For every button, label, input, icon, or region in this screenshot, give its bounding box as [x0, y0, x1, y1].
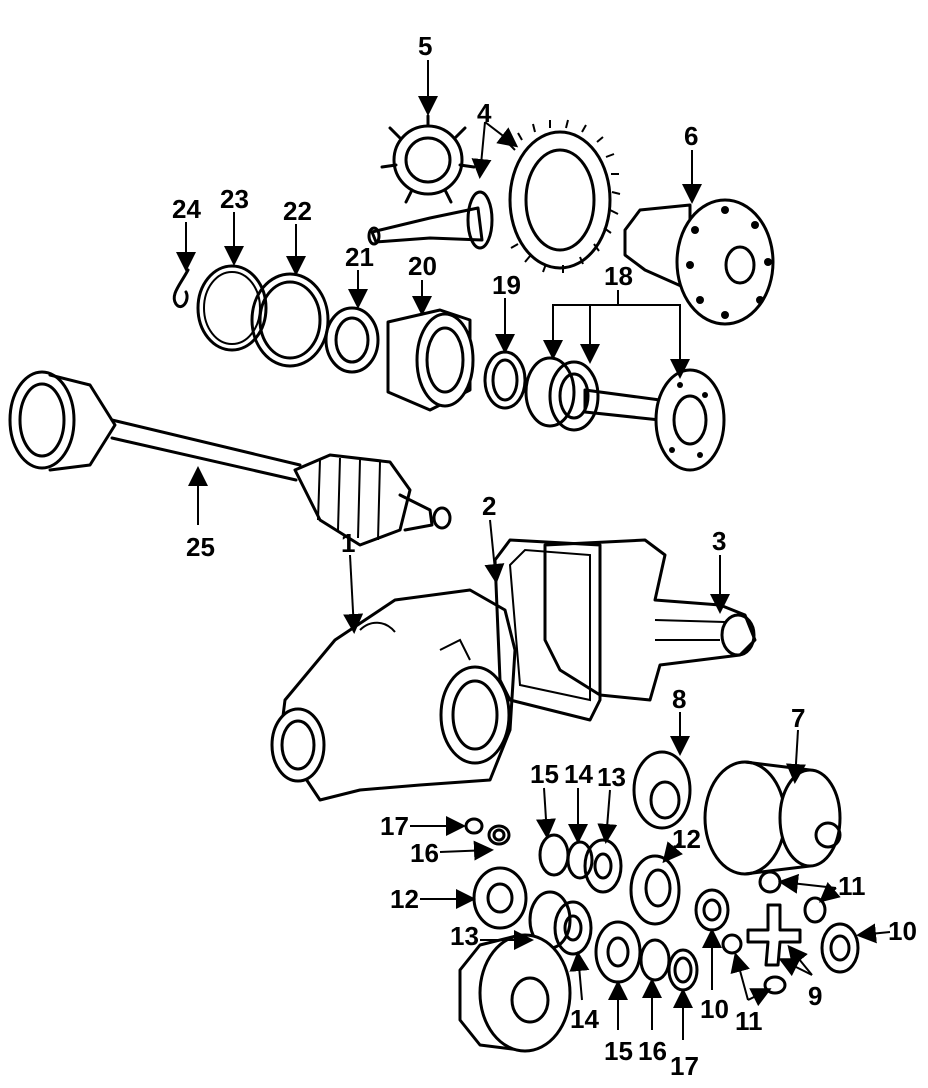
- part-18-output-flange: [524, 356, 726, 472]
- part-16-small-ring-upper: [487, 824, 511, 846]
- part-4-ring-and-pinion: [367, 119, 621, 273]
- callout-12-left: 12: [390, 884, 419, 914]
- callout-20: 20: [408, 251, 437, 281]
- callout-16-upper: 16: [410, 838, 439, 868]
- part-15-thrust-washer-lower: [594, 920, 642, 984]
- part-16-ring-lower: [639, 938, 671, 982]
- callout-7: 7: [791, 703, 805, 733]
- callout-24: 24: [172, 194, 201, 224]
- leader-lines: [176, 60, 891, 1040]
- callout-21: 21: [345, 242, 374, 272]
- callout-13-upper: 13: [597, 762, 626, 792]
- callout-22: 22: [283, 196, 312, 226]
- callout-12-right: 12: [672, 824, 701, 854]
- callout-16-lower: 16: [638, 1036, 667, 1066]
- callout-13-lower: 13: [450, 921, 479, 951]
- part-12-flange-left: [472, 866, 528, 930]
- part-10-side-gear-left: [694, 888, 730, 932]
- part-5-lock-plate: [380, 114, 476, 204]
- callout-labels: 5 4 6 24 23 22 21 20 19 18 25 2 3 1 8 7 …: [172, 31, 917, 1081]
- part-24-clip: [172, 268, 190, 309]
- callout-8: 8: [672, 684, 686, 714]
- callout-2: 2: [482, 491, 496, 521]
- callout-23: 23: [220, 184, 249, 214]
- callout-14-lower: 14: [570, 1004, 599, 1034]
- part-3-rear-cover: [543, 538, 757, 702]
- callout-3: 3: [712, 526, 726, 556]
- part-8-bearing-cap: [632, 750, 692, 830]
- lower-differential-case: [458, 933, 572, 1053]
- part-17-ring-lower: [667, 948, 699, 992]
- part-19-bearing-race: [483, 350, 527, 410]
- part-1-differential-housing: [270, 588, 517, 802]
- part-6-differential-carrier: [623, 198, 775, 326]
- callout-25: 25: [186, 532, 215, 562]
- part-25-axle-shaft: [8, 370, 452, 547]
- callout-11-upper: 11: [838, 871, 866, 901]
- part-12-bearing-right: [629, 854, 681, 926]
- callout-4: 4: [477, 98, 492, 128]
- callout-14-upper: 14: [564, 759, 593, 789]
- part-20-bearing: [386, 308, 475, 412]
- part-14-washer-upper: [566, 840, 594, 880]
- part-7-differential-case: [703, 760, 842, 876]
- callout-10-right: 10: [888, 916, 917, 946]
- callout-10-left: 10: [700, 994, 729, 1024]
- callout-17-upper: 17: [380, 811, 409, 841]
- callout-15-lower: 15: [604, 1036, 633, 1066]
- part-9-cross-shaft: [746, 903, 802, 967]
- part-17-small-ring-upper: [464, 817, 484, 835]
- part-15-washer-upper: [538, 833, 570, 877]
- callout-17-lower: 17: [670, 1051, 699, 1081]
- part-21-seal: [324, 306, 380, 374]
- part-10-side-gear-right: [820, 922, 860, 974]
- callout-5: 5: [418, 31, 432, 61]
- callout-1: 1: [341, 528, 355, 558]
- callout-18: 18: [604, 261, 633, 291]
- callout-19: 19: [492, 270, 521, 300]
- callout-9: 9: [808, 981, 822, 1011]
- part-11-pinion-gear-upper: [758, 870, 827, 924]
- callout-15-upper: 15: [530, 759, 559, 789]
- callout-6: 6: [684, 121, 698, 151]
- callout-11-lower: 11: [735, 1006, 763, 1036]
